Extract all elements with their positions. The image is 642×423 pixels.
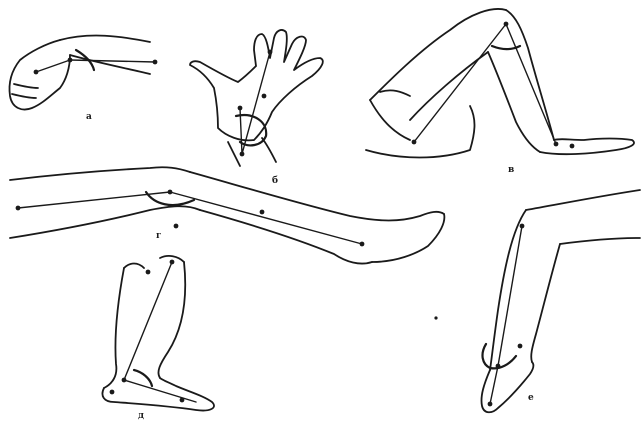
stray-dot [434,316,437,319]
panel-v-label: в [508,165,514,175]
panel-g-knee-extended: г [10,167,444,263]
panel-b-wrist-outline [228,138,276,166]
panel-d-point-calf [146,270,151,275]
panel-v-axis-shin [506,24,556,144]
panel-b-label: б [272,175,278,186]
panel-g-thigh-upper [10,167,190,180]
panel-d-point-heel [110,390,115,395]
panel-d-leg-outline [104,262,185,388]
panel-e-point-heel [518,344,523,349]
panel-b-hand: б [190,30,323,186]
panel-b-hand-outline [190,30,323,140]
panel-a-axis-forearm [70,60,155,62]
panel-g-point-hip [16,206,21,211]
panel-a-hand-outline [9,40,70,110]
panel-b-point-ulnar [262,94,267,99]
panel-v-shin-outline [488,10,554,152]
panel-d-point-ankle [122,378,127,383]
panel-v-point-ankle [554,142,559,147]
panel-g-label: г [156,231,162,241]
panel-e-thigh-outline [526,190,640,244]
panel-v-thigh-outline [370,9,506,120]
panel-e-point-knee [520,224,525,229]
panel-d-label: д [138,411,144,421]
panel-a-forearm-outline [60,36,150,74]
panel-d-foot-outline [102,378,214,411]
panel-a-axis-hand [36,60,70,72]
panel-g-thigh-lower [10,206,200,238]
panel-d-point-toe [180,398,185,403]
panel-a-label: а [86,112,92,122]
panel-d-axis-foot [124,380,196,402]
panel-b-point-finger [268,50,273,55]
panel-v-knee-flexed: в [366,9,634,175]
panel-b-point-wrist [240,152,245,157]
panel-a-point-proximal [153,60,158,65]
panel-v-point-knee [504,22,509,27]
panel-a-point-joint [68,58,73,63]
panel-g-shin-upper [190,172,444,221]
panel-a-wrist: а [9,36,157,122]
panel-e-point-ankle [496,364,501,369]
panel-v-axis-thigh [414,24,506,142]
panel-g-point-patella [174,224,179,229]
panel-d-point-knee [170,260,175,265]
panel-a-finger-lines [12,84,38,98]
panel-e-ankle-medial: е [481,190,640,412]
panel-d-axis-leg [124,262,172,380]
panel-g-point-knee [168,190,173,195]
panel-a-point-distal [34,70,39,75]
panel-g-point-ankle [360,242,365,247]
panel-d-knee-outline [124,256,184,268]
panel-e-axis-foot [490,366,498,404]
panel-e-label: е [528,393,534,403]
panel-v-hip-outline [366,90,475,157]
panel-v-point-toe [570,144,575,149]
panel-e-point-toe [488,402,493,407]
panel-g-shin-lower [200,210,372,264]
panel-g-point-shin [260,210,265,215]
panel-g-axis-shin [170,192,362,244]
panel-d-ankle-lateral: д [102,256,214,421]
panel-v-point-hip [412,140,417,145]
panel-e-leg-outline [490,210,560,370]
panel-b-point-palm [238,106,243,111]
